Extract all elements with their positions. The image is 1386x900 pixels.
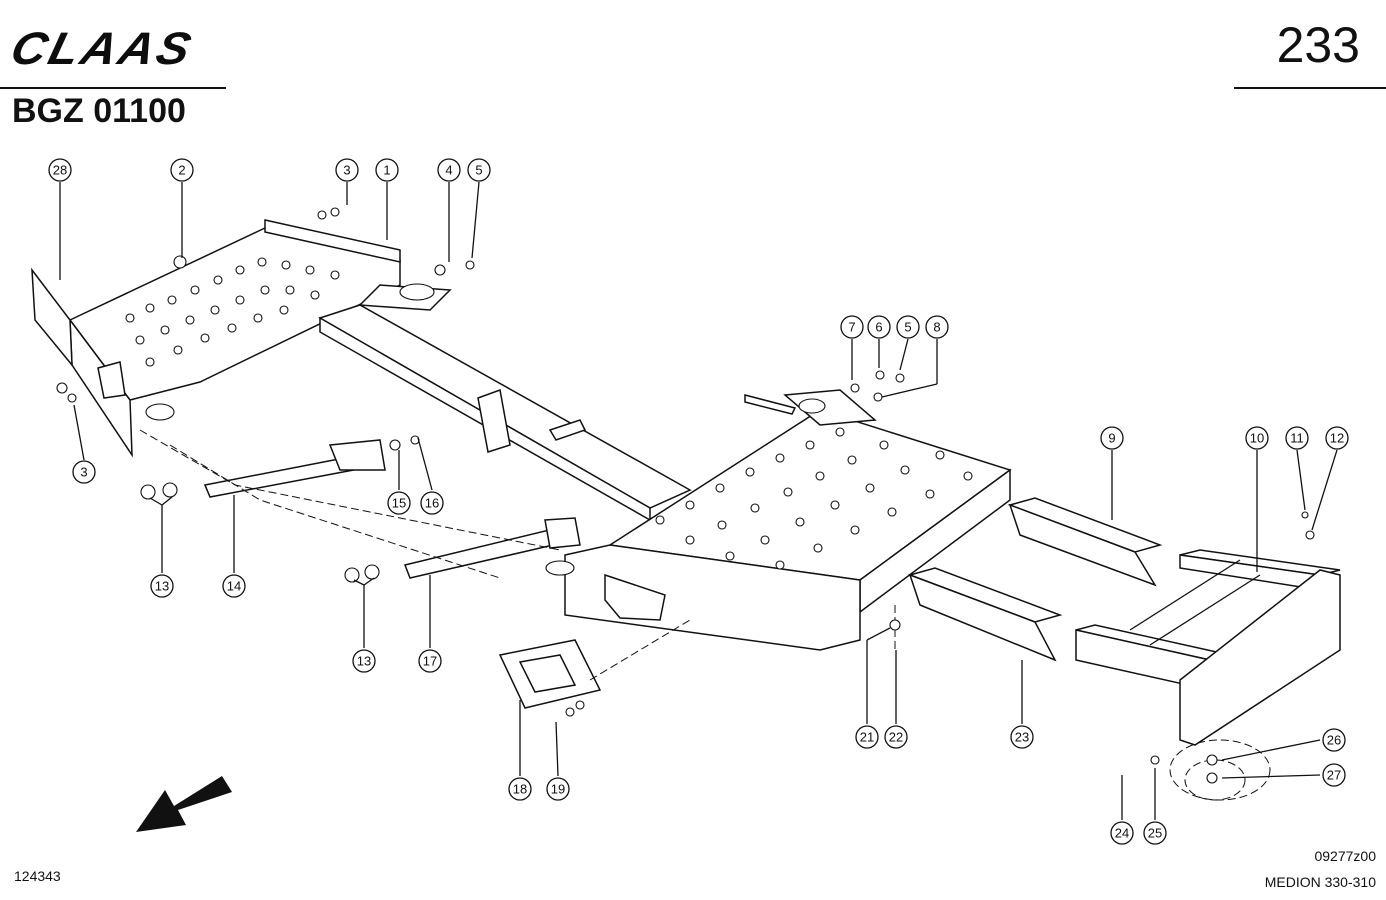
- svg-text:1: 1: [383, 163, 390, 178]
- svg-text:5: 5: [904, 320, 911, 335]
- main-beam: [318, 304, 692, 522]
- callout-5-second: 5: [896, 315, 920, 339]
- callout-19: 19: [546, 777, 570, 801]
- callout-9: 9: [1100, 426, 1124, 450]
- svg-text:5: 5: [475, 163, 482, 178]
- strut-part-17: [403, 517, 581, 579]
- model-name: MEDION 330-310: [1264, 874, 1376, 890]
- svg-text:13: 13: [357, 654, 371, 669]
- callout-21: 21: [855, 725, 879, 749]
- direction-arrow-icon: [136, 776, 232, 832]
- svg-text:7: 7: [848, 320, 855, 335]
- svg-text:13: 13: [155, 579, 169, 594]
- callout-17: 17: [418, 649, 442, 673]
- callout-6: 6: [867, 315, 891, 339]
- callout-28: 28: [48, 158, 72, 182]
- document-number: 124343: [14, 868, 61, 884]
- svg-text:25: 25: [1148, 826, 1162, 841]
- header-rule-left: [0, 87, 226, 89]
- callout-23: 23: [1010, 725, 1034, 749]
- svg-text:6: 6: [875, 320, 882, 335]
- callout-2: 2: [170, 158, 194, 182]
- svg-text:3: 3: [80, 465, 87, 480]
- svg-text:16: 16: [425, 496, 439, 511]
- bracket-part-18: [498, 639, 602, 709]
- svg-text:3: 3: [343, 163, 350, 178]
- callout-1: 1: [375, 158, 399, 182]
- svg-text:9: 9: [1108, 431, 1115, 446]
- callout-11: 11: [1285, 426, 1309, 450]
- header-rule-right: [1234, 87, 1386, 89]
- callout-18: 18: [508, 777, 532, 801]
- channel-part-9: [1007, 497, 1163, 587]
- svg-text:17: 17: [423, 654, 437, 669]
- drawing-code: 09277z00: [1314, 848, 1376, 864]
- subframe-part-10: [1075, 549, 1341, 746]
- assembly-dashed-lines: [139, 429, 896, 681]
- svg-text:22: 22: [889, 730, 903, 745]
- callout-13-second: 13: [352, 649, 376, 673]
- callout-3-second: 3: [72, 460, 96, 484]
- svg-text:2: 2: [178, 163, 185, 178]
- callout-5: 5: [467, 158, 491, 182]
- callout-26: 26: [1322, 728, 1346, 752]
- strut-part-14: [203, 439, 386, 498]
- rear-platform: [545, 389, 1012, 651]
- callout-8: 8: [925, 315, 949, 339]
- svg-text:12: 12: [1330, 431, 1344, 446]
- callout-4: 4: [437, 158, 461, 182]
- callout-3: 3: [335, 158, 359, 182]
- svg-text:4: 4: [445, 163, 452, 178]
- callout-16: 16: [420, 491, 444, 515]
- svg-text:14: 14: [227, 579, 241, 594]
- svg-text:8: 8: [933, 320, 940, 335]
- svg-text:15: 15: [392, 496, 406, 511]
- svg-text:11: 11: [1290, 431, 1304, 446]
- svg-text:23: 23: [1015, 730, 1029, 745]
- svg-text:10: 10: [1250, 431, 1264, 446]
- svg-text:27: 27: [1327, 768, 1341, 783]
- callout-24: 24: [1110, 821, 1134, 845]
- callout-10: 10: [1245, 426, 1269, 450]
- hub-assembly: [1169, 739, 1271, 801]
- callout-22: 22: [884, 725, 908, 749]
- svg-text:24: 24: [1115, 826, 1129, 841]
- svg-text:26: 26: [1327, 733, 1341, 748]
- fasteners: [56, 207, 1315, 784]
- callout-12: 12: [1325, 426, 1349, 450]
- svg-text:21: 21: [860, 730, 874, 745]
- callout-7: 7: [840, 315, 864, 339]
- page-number: 233: [1276, 17, 1360, 73]
- callout-13: 13: [150, 574, 174, 598]
- channel-part-23: [907, 567, 1063, 662]
- document-code: BGZ 01100: [12, 92, 186, 130]
- callout-25: 25: [1143, 821, 1167, 845]
- svg-text:28: 28: [53, 163, 67, 178]
- leader-lines: [59, 181, 1338, 820]
- callout-14: 14: [222, 574, 246, 598]
- svg-text:19: 19: [551, 782, 565, 797]
- callout-27: 27: [1322, 763, 1346, 787]
- callout-15: 15: [387, 491, 411, 515]
- front-frame-plate: [31, 219, 452, 458]
- svg-text:18: 18: [513, 782, 527, 797]
